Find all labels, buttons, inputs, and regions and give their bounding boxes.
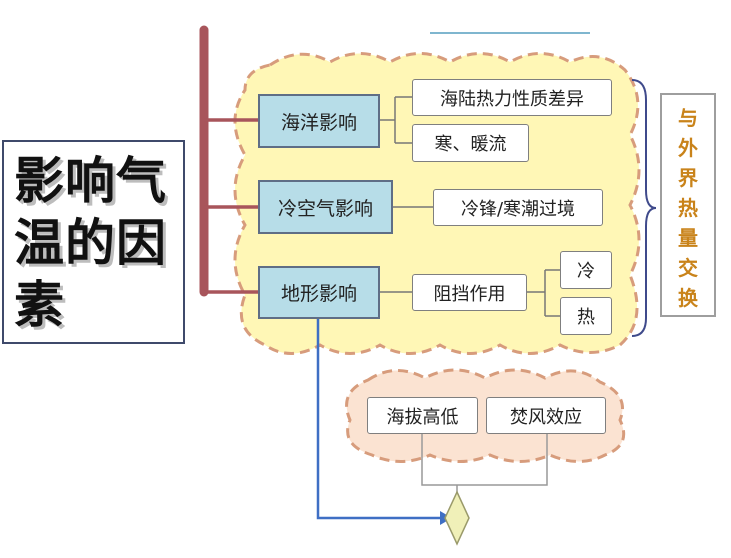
category-terrain[interactable]: 地形影响 <box>258 266 380 319</box>
leaf-land-sea-thermal-difference[interactable]: 海陆热力性质差异 <box>412 79 612 116</box>
node-altitude[interactable]: 海拔高低 <box>367 397 478 434</box>
bottom-connector <box>421 433 548 486</box>
category-cold-air[interactable]: 冷空气影响 <box>258 180 393 234</box>
diagram-title: 影响气温的因素 <box>14 152 167 334</box>
title-box: 影响气温的因素 <box>2 140 185 344</box>
side-note-box: 与外界热量交换 <box>660 93 716 317</box>
leaf-cold-warm-currents[interactable]: 寒、暖流 <box>412 124 529 162</box>
node-foehn-effect[interactable]: 焚风效应 <box>486 397 606 434</box>
leaf-cold-front[interactable]: 冷锋/寒潮过境 <box>433 189 603 226</box>
side-note-text: 与外界热量交换 <box>678 106 698 310</box>
flow-arrow <box>316 319 440 520</box>
leaf-cold[interactable]: 冷 <box>560 251 612 289</box>
category-ocean[interactable]: 海洋影响 <box>258 94 380 148</box>
leaf-hot[interactable]: 热 <box>560 297 612 335</box>
bottom-cloud-shape <box>345 368 626 463</box>
brace-shape <box>631 79 657 337</box>
decision-diamond <box>444 490 470 546</box>
leaf-blocking-effect[interactable]: 阻挡作用 <box>412 274 527 311</box>
